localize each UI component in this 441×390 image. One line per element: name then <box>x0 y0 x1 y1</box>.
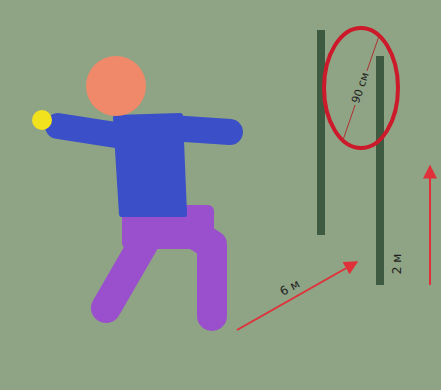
diameter-line <box>343 36 379 140</box>
left-pole <box>317 30 325 235</box>
dimension-label: 2 м <box>391 252 404 277</box>
right-arm <box>170 128 230 132</box>
head <box>86 56 146 116</box>
left-arm <box>58 126 122 136</box>
arms <box>58 126 230 136</box>
dimension-label: 6 м <box>276 276 304 299</box>
right-pole <box>376 56 384 285</box>
hoop <box>324 28 398 148</box>
height-arrow <box>429 166 431 285</box>
distance-arrow <box>237 262 357 330</box>
ball <box>32 110 52 130</box>
dimension-label: 90 см <box>349 69 372 107</box>
